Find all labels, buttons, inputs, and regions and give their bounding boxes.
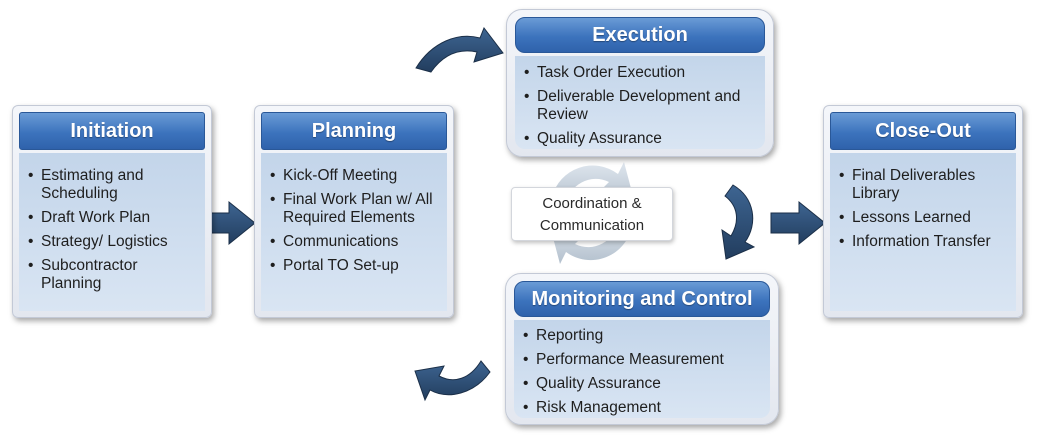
- curved-arrow-icon: [414, 360, 491, 402]
- initiation-list: Estimating and Scheduling Draft Work Pla…: [25, 167, 199, 293]
- execution-body: Task Order Execution Deliverable Develop…: [515, 56, 765, 149]
- list-item: Kick-Off Meeting: [267, 167, 441, 185]
- initiation-title: Initiation: [19, 112, 205, 150]
- planning-card: Planning Kick-Off Meeting Final Work Pla…: [254, 105, 454, 318]
- monitoring-title: Monitoring and Control: [514, 281, 770, 317]
- list-item: Quality Assurance: [520, 375, 764, 393]
- coordination-line-2: Communication: [539, 217, 645, 234]
- list-item: Subcontractor Planning: [25, 257, 199, 293]
- closeout-card: Close-Out Final Deliverables Library Les…: [823, 105, 1023, 318]
- closeout-list: Final Deliverables Library Lessons Learn…: [836, 167, 1010, 251]
- planning-title: Planning: [261, 112, 447, 150]
- list-item: Deliverable Development and Review: [521, 88, 759, 124]
- list-item: Performance Measurement: [520, 351, 764, 369]
- list-item: Information Transfer: [836, 233, 1010, 251]
- list-item: Draft Work Plan: [25, 209, 199, 227]
- list-item: Task Order Execution: [521, 64, 759, 82]
- list-item: Portal TO Set-up: [267, 257, 441, 275]
- curved-arrow-icon: [721, 184, 756, 260]
- monitoring-list: Reporting Performance Measurement Qualit…: [520, 327, 764, 417]
- curved-arrow-icon: [415, 26, 504, 73]
- coordination-label: Coordination & Communication: [511, 187, 673, 241]
- initiation-card: Initiation Estimating and Scheduling Dra…: [12, 105, 212, 318]
- closeout-title: Close-Out: [830, 112, 1016, 150]
- list-item: Lessons Learned: [836, 209, 1010, 227]
- list-item: Reporting: [520, 327, 764, 345]
- monitoring-card: Monitoring and Control Reporting Perform…: [505, 273, 779, 425]
- list-item: Strategy/ Logistics: [25, 233, 199, 251]
- planning-body: Kick-Off Meeting Final Work Plan w/ All …: [261, 153, 447, 311]
- list-item: Quality Assurance: [521, 130, 759, 148]
- initiation-body: Estimating and Scheduling Draft Work Pla…: [19, 153, 205, 311]
- closeout-body: Final Deliverables Library Lessons Learn…: [830, 153, 1016, 311]
- coordination-line-1: Coordination &: [542, 195, 642, 212]
- list-item: Final Work Plan w/ All Required Elements: [267, 191, 441, 227]
- list-item: Risk Management: [520, 399, 764, 417]
- list-item: Estimating and Scheduling: [25, 167, 199, 203]
- execution-title: Execution: [515, 17, 765, 53]
- execution-card: Execution Task Order Execution Deliverab…: [506, 9, 774, 157]
- list-item: Communications: [267, 233, 441, 251]
- list-item: Final Deliverables Library: [836, 167, 1010, 203]
- planning-list: Kick-Off Meeting Final Work Plan w/ All …: [267, 167, 441, 275]
- arrow-right-icon: [770, 200, 826, 246]
- cycle-icon: [551, 162, 633, 264]
- monitoring-body: Reporting Performance Measurement Qualit…: [514, 320, 770, 418]
- execution-list: Task Order Execution Deliverable Develop…: [521, 64, 759, 148]
